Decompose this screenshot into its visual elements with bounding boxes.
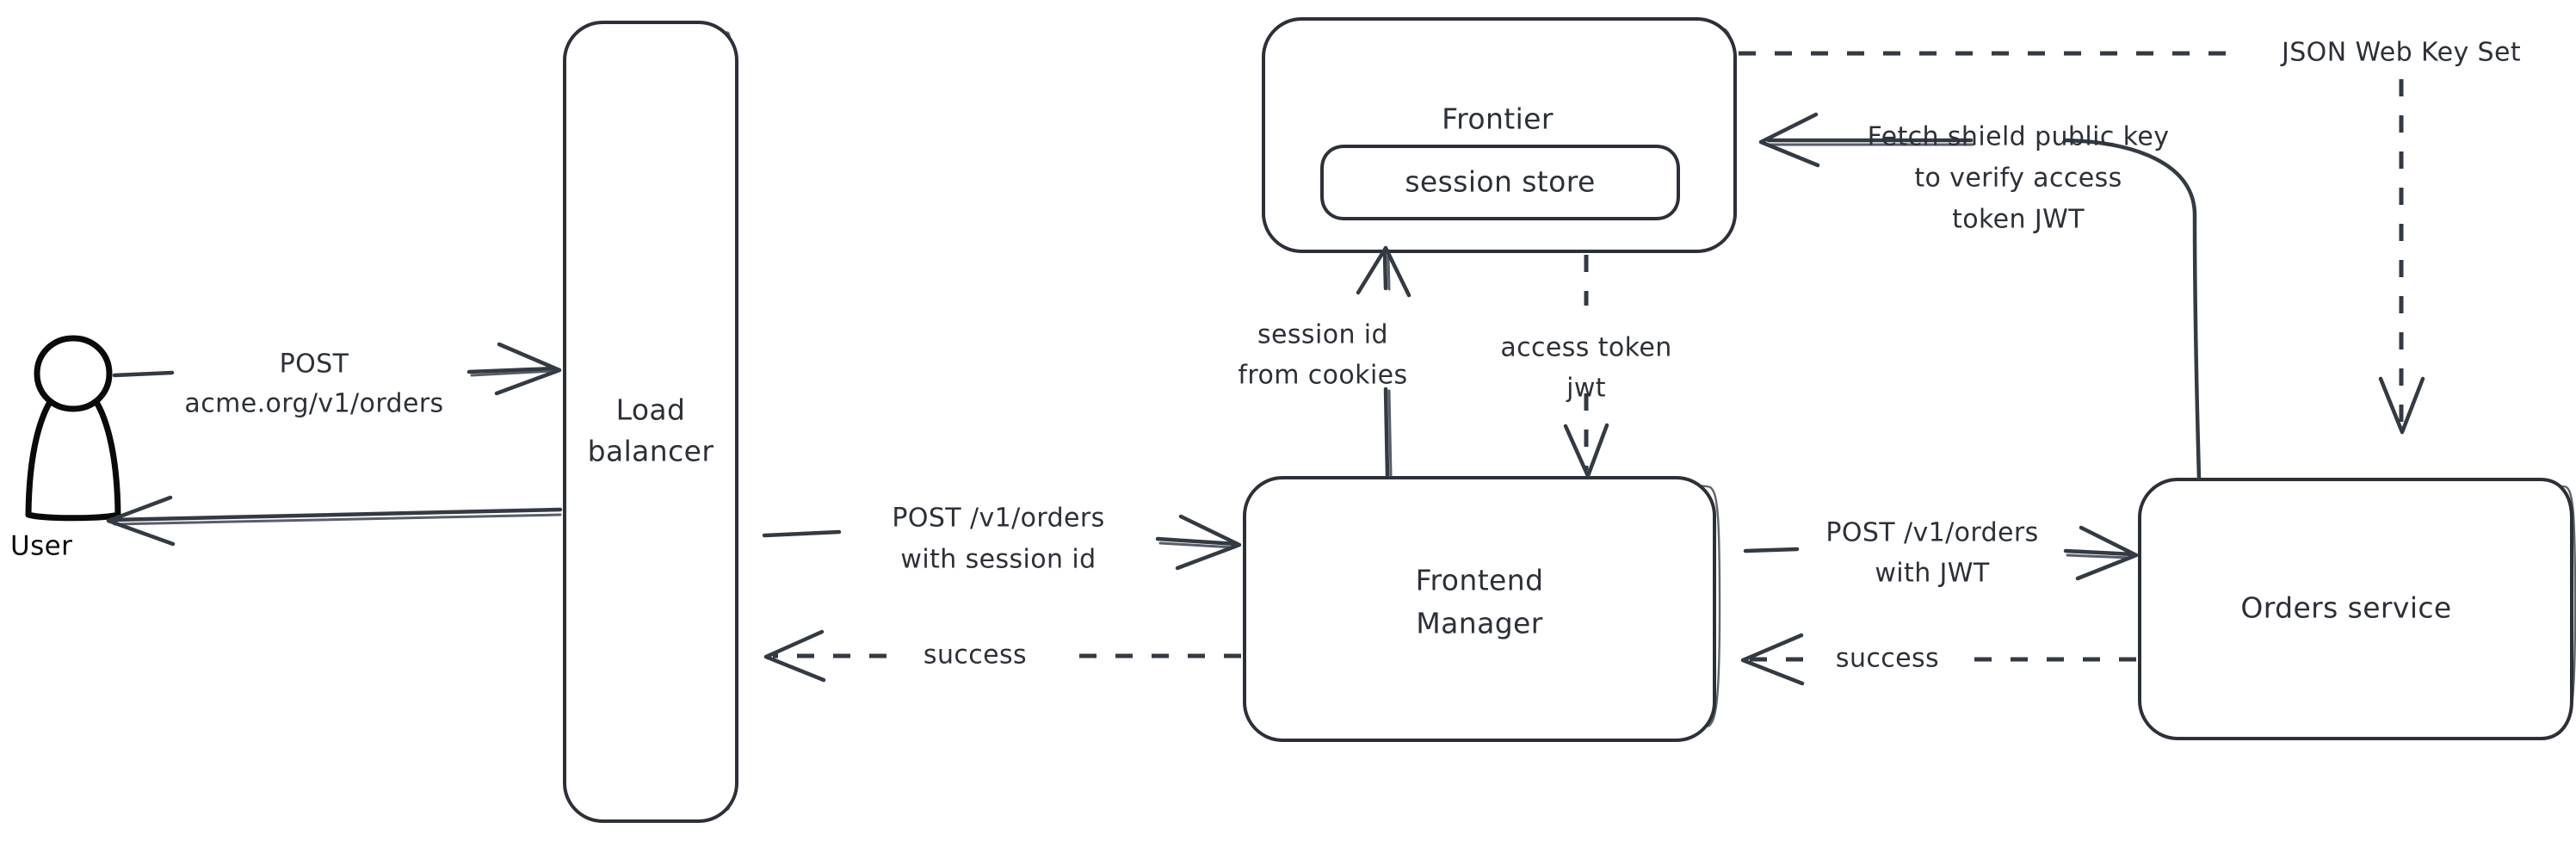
edge-orders-service-to-frontier: Fetch shield public key to verify access… xyxy=(1758,112,2202,481)
node-orders-service[interactable]: Orders service xyxy=(2138,478,2576,740)
edge-frontier-to-fm-label-1: access token xyxy=(1500,333,1671,363)
edge-user-to-load-balancer: POST acme.org/v1/orders xyxy=(112,342,562,419)
edge-orders-to-frontier-label-2: to verify access xyxy=(1914,164,2122,194)
edge-orders-service-to-frontend-manager: success xyxy=(1740,633,2136,686)
node-session-store-label: session store xyxy=(1405,165,1595,199)
node-orders-service-label: Orders service xyxy=(2240,591,2451,625)
node-session-store[interactable]: session store xyxy=(1320,145,1680,220)
node-frontier-label: Frontier xyxy=(1442,102,1554,136)
edge-frontier-to-frontend-manager: access token jwt xyxy=(1500,255,1671,479)
person-icon xyxy=(25,335,121,522)
edge-lb-to-fm-label-2: with session id xyxy=(900,545,1096,575)
edge-user-to-lb-label-2: acme.org/v1/orders xyxy=(184,389,443,419)
edge-load-balancer-to-user xyxy=(106,495,563,547)
edge-fm-to-orders-label-2: with JWT xyxy=(1875,559,1989,589)
edge-frontend-manager-to-orders-service: POST /v1/orders with JWT xyxy=(1743,518,2139,589)
actor-user[interactable]: User xyxy=(10,335,121,562)
edge-orders-to-fm-label: success xyxy=(1836,644,1939,674)
edge-frontend-manager-to-frontier: session id from cookies xyxy=(1238,245,1412,478)
edge-orders-to-frontier-label-3: token JWT xyxy=(1952,205,2085,235)
edge-fm-to-frontier-label-1: session id xyxy=(1257,320,1388,350)
edge-frontier-to-fm-label-2: jwt xyxy=(1566,374,1606,404)
node-frontend-manager[interactable]: Frontend Manager xyxy=(1243,476,1721,742)
edge-frontier-to-orders-jwks-label: JSON Web Key Set xyxy=(2280,38,2521,68)
node-load-balancer-label-2: balancer xyxy=(588,435,714,468)
actor-user-label: User xyxy=(10,531,72,562)
edge-frontier-to-orders-service-jwks: JSON Web Key Set xyxy=(1739,38,2521,435)
node-load-balancer-label-1: Load xyxy=(616,393,686,427)
edge-user-to-lb-label-1: POST xyxy=(280,349,349,380)
edge-load-balancer-to-frontend-manager: POST /v1/orders with session id xyxy=(762,504,1242,575)
node-load-balancer[interactable]: Load balancer xyxy=(563,21,738,823)
node-frontier[interactable]: Frontier session store xyxy=(1262,17,1737,253)
edge-fm-to-lb-label: success xyxy=(924,640,1027,671)
node-frontend-manager-label-1: Frontend xyxy=(1416,564,1544,597)
edge-orders-to-frontier-label-1: Fetch shield public key xyxy=(1868,122,2170,152)
node-frontend-manager-label-2: Manager xyxy=(1416,607,1542,640)
edge-frontend-manager-to-load-balancer: success xyxy=(763,629,1241,683)
edge-fm-to-frontier-label-2: from cookies xyxy=(1238,361,1407,391)
edge-fm-to-orders-label-1: POST /v1/orders xyxy=(1825,518,2038,548)
edge-lb-to-fm-label-1: POST /v1/orders xyxy=(892,504,1104,534)
